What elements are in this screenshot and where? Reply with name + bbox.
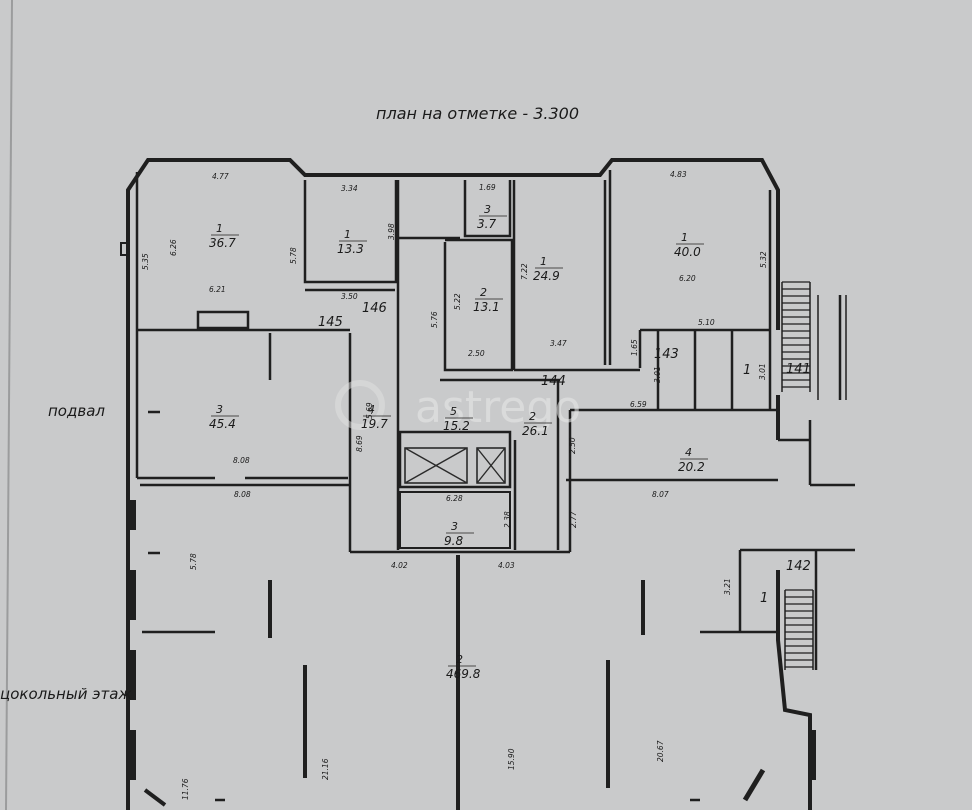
dimension-labels: 4.77 5.35 6.26 5.78 6.21 3.34 3.98 3.50 1.69 5.76…: [141, 170, 768, 800]
room-number-room-19-7: 4: [368, 403, 375, 416]
dimension-22: 8.08: [233, 456, 250, 465]
dimension-10: 5.22: [453, 293, 462, 310]
axis-mark-2: 143: [654, 347, 679, 362]
room-number-room-20-2: 4: [685, 446, 692, 459]
dimension-9: 5.76: [430, 311, 439, 328]
dimension-31: 5.78: [189, 553, 198, 570]
dimension-28: 2.50: [568, 437, 577, 454]
dimension-8: 1.69: [479, 183, 496, 192]
axis-mark-1: 146: [362, 301, 387, 316]
dimension-16: 6.20: [679, 274, 696, 283]
dimension-25: 8.08: [234, 490, 251, 499]
axis-mark-5: 142: [786, 559, 811, 574]
room-number-room-24-9: 1: [540, 255, 547, 268]
axis-marks: 145 146 143 144 141 142 1 1: [318, 301, 811, 606]
dimension-3: 5.78: [289, 247, 298, 264]
room-number-room-40-0: 1: [681, 231, 688, 244]
plan-title: план на отметке - 3.300: [376, 104, 579, 123]
dimension-30: 8.07: [652, 490, 669, 499]
watermark-gear-icon: [335, 380, 385, 430]
dimension-11: 7.22: [520, 263, 529, 280]
elevator-shafts: [404, 447, 506, 484]
room-area-room-45-4: 45.4: [209, 417, 236, 431]
dimension-26: 6.28: [446, 494, 463, 503]
room-number-room-3-7: 3: [484, 203, 491, 216]
dimension-1: 5.35: [141, 253, 150, 270]
dimension-2: 6.26: [169, 239, 178, 256]
label-ground-floor: цокольный этаж: [0, 685, 132, 703]
room-area-room-469-8: 469.8: [446, 667, 481, 681]
axis-mark-3: 144: [541, 374, 566, 389]
dimension-27: 2.38: [503, 511, 512, 528]
dimension-24: 8.69: [355, 435, 364, 452]
axis-mark-4: 141: [786, 362, 811, 377]
dimension-4: 6.21: [209, 285, 226, 294]
room-area-room-40-0: 40.0: [674, 245, 701, 259]
dimension-21: 3.01: [758, 363, 767, 380]
dimension-37: 20.67: [656, 740, 665, 762]
dimension-17: 5.10: [698, 318, 715, 327]
label-basement: подвал: [48, 402, 105, 420]
room-area-room-15-2: 15.2: [443, 419, 470, 433]
room-area-room-13-3: 13.3: [337, 242, 364, 256]
dimension-15: 5.32: [759, 251, 768, 268]
room-number-room-9-8: 3: [451, 520, 458, 533]
room-area-room-3-7: 3.7: [477, 217, 496, 231]
dimension-18: 1.65: [630, 339, 639, 356]
room-number-room-13-1: 2: [480, 286, 487, 299]
room-area-room-9-8: 9.8: [444, 534, 463, 548]
dimension-0: 4.77: [212, 172, 229, 181]
dimension-12: 2.50: [468, 349, 485, 358]
dimension-33: 4.03: [498, 561, 515, 570]
interior-walls: [130, 170, 855, 810]
dimension-5: 3.34: [341, 184, 358, 193]
dimension-14: 4.83: [670, 170, 687, 179]
room-number-room-36-7: 1: [216, 222, 223, 235]
dimension-36: 15.90: [507, 748, 516, 770]
room-area-room-19-7: 19.7: [361, 417, 388, 431]
axis-mark-6: 1: [743, 363, 751, 378]
dimension-13: 3.47: [550, 339, 567, 348]
room-number-room-45-4: 3: [216, 403, 223, 416]
room-area-room-24-9: 24.9: [533, 269, 560, 283]
stairs: [781, 281, 847, 670]
room-number-room-469-8: 2: [456, 653, 463, 666]
room-number-room-15-2: 5: [450, 405, 457, 418]
room-area-room-36-7: 36.7: [209, 236, 236, 250]
dimension-23: 5.69: [365, 402, 374, 419]
dimension-32: 4.02: [391, 561, 408, 570]
dimension-38: 11.76: [181, 778, 190, 800]
dimension-6: 3.98: [387, 223, 396, 240]
room-number-room-13-3: 1: [344, 228, 351, 241]
watermark-text: astrego: [415, 382, 581, 433]
dimension-7: 3.50: [341, 292, 358, 301]
paper-edge: [5, 0, 13, 810]
dimension-29: 2.77: [569, 511, 578, 528]
axis-mark-0: 145: [318, 315, 343, 330]
dimension-19: 3.01: [653, 366, 662, 383]
room-area-room-20-2: 20.2: [678, 460, 705, 474]
dimension-20: 6.59: [630, 400, 647, 409]
axis-mark-7: 1: [760, 591, 768, 606]
room-labels: 136.7113.333.7213.1124.9140.0345.4419.75…: [209, 203, 708, 681]
dimension-35: 21.16: [321, 758, 330, 780]
room-area-room-13-1: 13.1: [473, 300, 500, 314]
room-number-room-26-1: 2: [529, 410, 536, 423]
dimension-34: 3.21: [723, 578, 732, 595]
room-area-room-26-1: 26.1: [522, 424, 549, 438]
